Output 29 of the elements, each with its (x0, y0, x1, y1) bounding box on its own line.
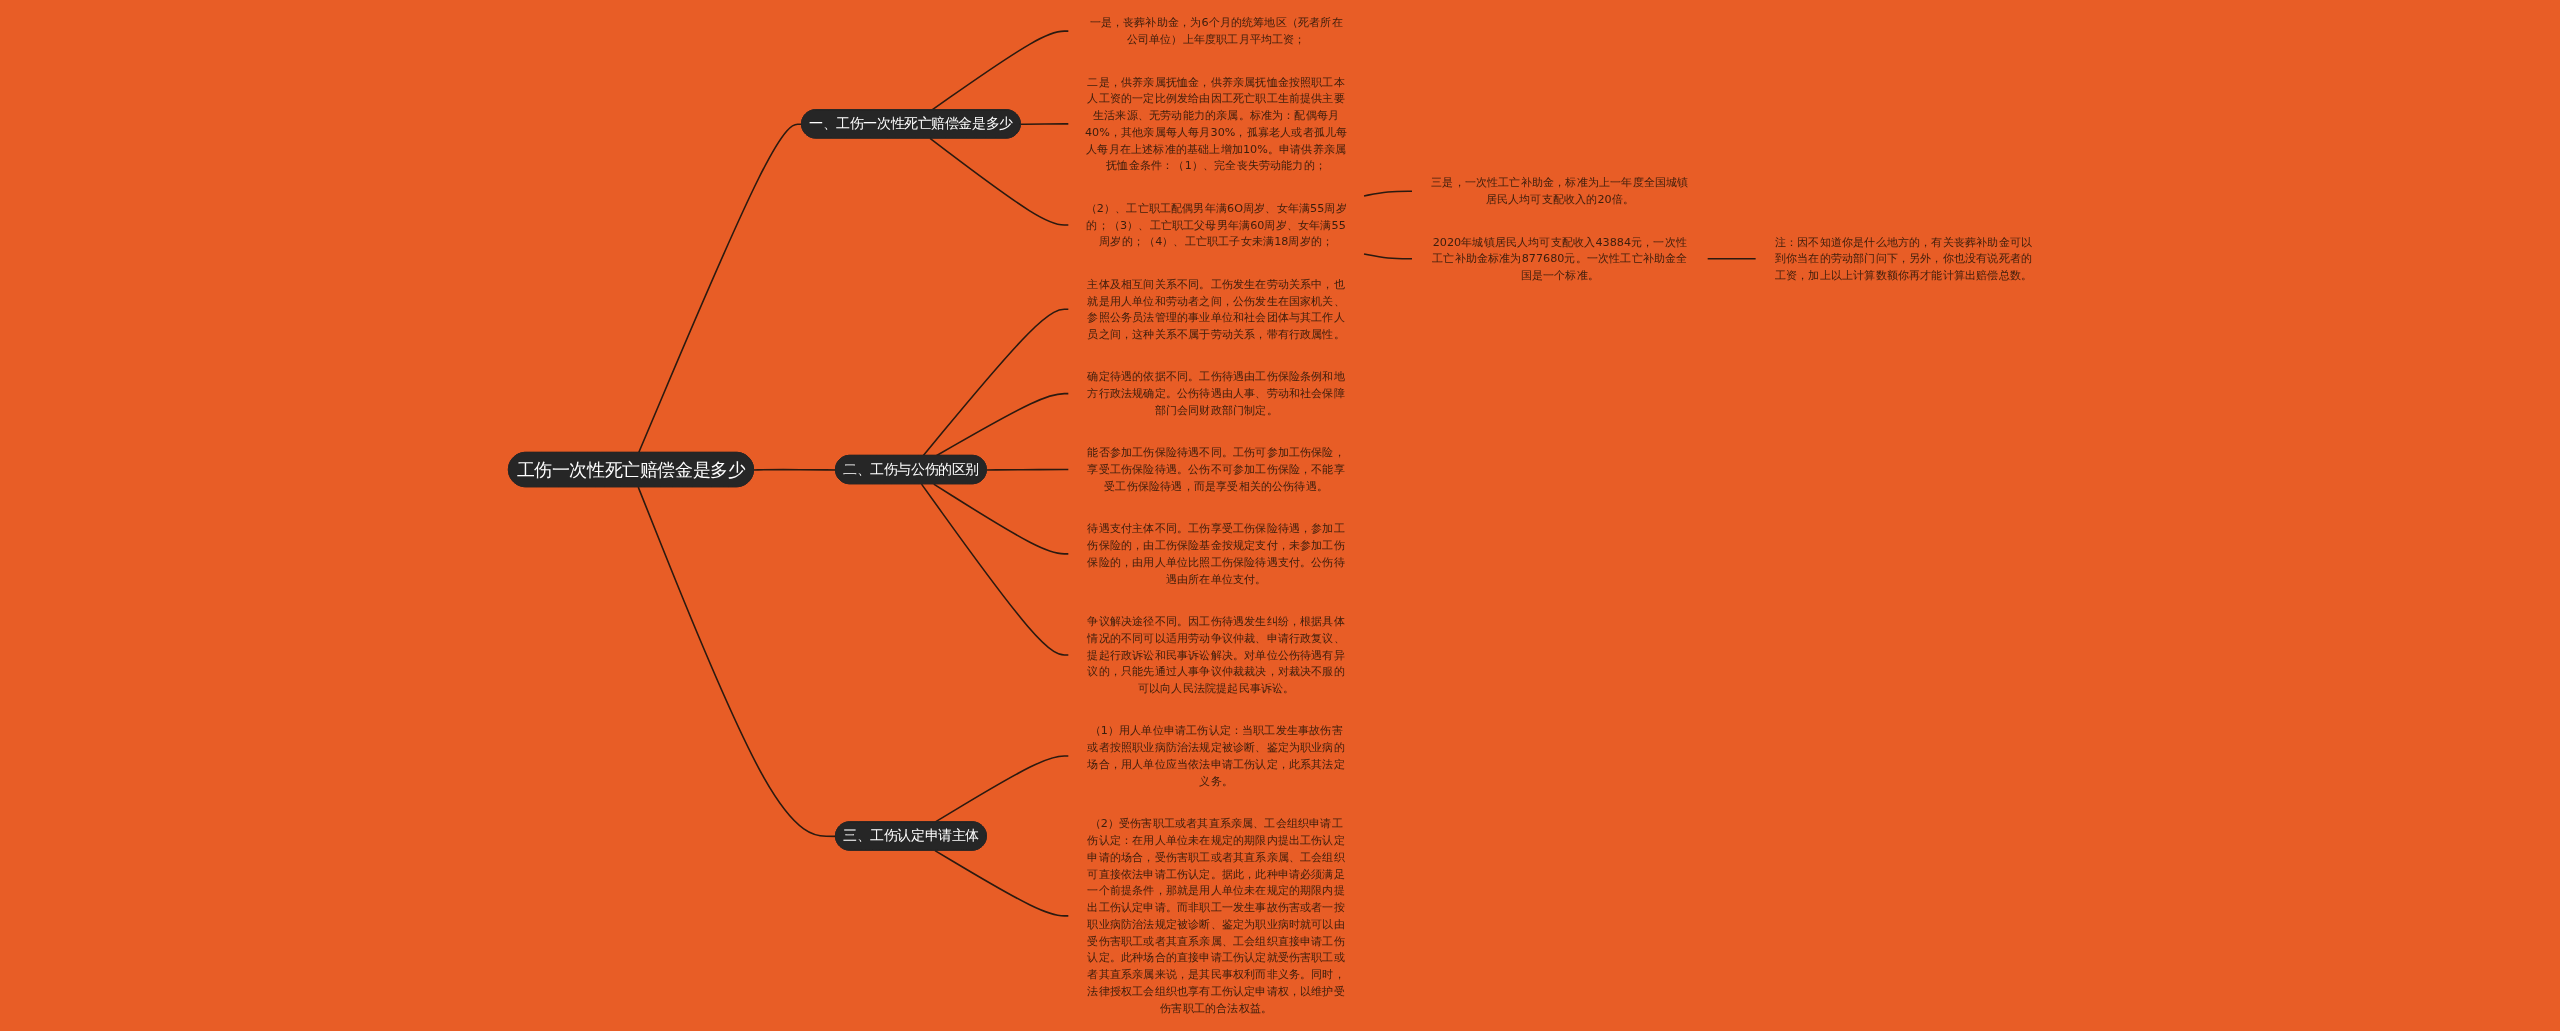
node-text: （1）用人单位申请工伤认定：当职工发生事故伤害或者按照职业病防治法规定被诊断、鉴定为职业病的场合，用人单位应当依法申请工伤认定，此系其法定义务。 (1087, 724, 1345, 788)
node-text: 确定待遇的依据不同。工伤待遇由工伤保险条例和地方行政法规确定。公伤待遇由人事、劳动和社会保障部门会同财政部门制定。 (1087, 370, 1345, 417)
connector (920, 483, 1070, 656)
node-text: 待遇支付主体不同。工伤享受工伤保险待遇，参加工伤保险的，由工伤保险基金按规定支付，未参加工伤保险的，由用人单位比照工伤保险待遇支付。公伤待遇由所在单位支付。 (1087, 521, 1345, 586)
connector (934, 755, 1070, 823)
node-text: 争议解决途径不同。因工伤待遇发生纠纷，根据具体情况的不同可以适用劳动争议仲裁、申请行政复议、提起行政诉讼和民事诉讼解决。对单位公伤待遇有异议的，只能先通过人事争议仲裁裁决，对裁决不服的可以向人民法院提起民事诉讼。 (1087, 614, 1345, 695)
connector (1363, 190, 1413, 197)
connector (753, 468, 837, 471)
node-text: （2）受伤害职工或者其直系亲属、工会组织申请工伤认定：在用人单位未在规定的期限内提出工伤认定申请的场合，受伤害职工或者其直系亲属、工会组织可直接依法申请工伤认定。据此，此种申请必须满足一个前提条件，那就是用人单位未在规定的期限内提出工伤认定申请。而非职工一发生事故伤害或者一按职业病防治法规定被诊断、鉴定为职业病时就可以由受伤害职工或者其直系亲属、工会组织直接申请工伤认定。此种场合的直接申请工伤认定就受伤害职工或者其直系亲属来说，是其民事权利而非义务。同时，法律授权工会组织也享有工伤认定申请权，以维护受伤害职工的合法权益。 (1087, 816, 1345, 1015)
node-text: 注：因不知道你是什么地方的，有关丧葬补助金可以到你当在的劳动部门问下，另外，你也没有说死者的工资，加上以上计算数额你再才能计算出赔偿总数。 (1774, 235, 2033, 282)
node-text: 能否参加工伤保险待遇不同。工伤可参加工伤保险，享受工伤保险待遇。公伤不可参加工伤保险，不能享受工伤保险待遇，而是享受相关的公伤待遇。 (1087, 445, 1345, 493)
node-text: 2020年城镇居民人均可支配收入43884元，一次性工亡补助金标准为877680元。一次性工亡补助金全国是一个标准。 (1432, 235, 1688, 282)
node-text: 一是，丧葬补助金，为6个月的统筹地区（死者所在公司单位）上年度职工月平均工资； (1089, 15, 1343, 46)
connector (1363, 253, 1413, 260)
connector (637, 486, 837, 838)
node-text: 二是，供养亲属抚恤金，供养亲属抚恤金按照职工本人工资的一定比例发给由因工死亡职工生前提供主要生活来源、无劳动能力的亲属。标准为：配偶每月40%，其他亲属每人每月30%，孤寡老人或者孤儿每人每月在上述标准的基础上增加10%。申请供养亲属抚恤金条件：（1）、完全丧失劳动能力的； (1085, 75, 1348, 172)
connector (922, 308, 1070, 457)
connector (1020, 123, 1070, 126)
connector (931, 30, 1070, 111)
connector (933, 483, 1070, 555)
node-text: （2）、工亡职工配偶男年满6O周岁、女年满55周岁的；（3）、工亡职工父母男年满60周岁、女年满55周岁的；（4）、工亡职工子女未满18周岁的； (1085, 201, 1347, 248)
connector (1707, 257, 1757, 260)
connector (935, 392, 1070, 457)
node-text: 主体及相互间关系不同。工伤发生在劳动关系中，也就是用人单位和劳动者之间，公伤发生在国家机关、参照公务员法管理的事业单位和社会团体与其工作人员之间，这种关系不属于劳动关系，带有行政属性。 (1087, 277, 1345, 341)
connector (638, 123, 803, 454)
node-text: 三是，一次性工亡补助金，标准为上一年度全国城镇居民人均可支配收入的20倍。 (1431, 176, 1689, 206)
connector (934, 849, 1070, 917)
connector (986, 468, 1070, 471)
connector (929, 137, 1070, 226)
